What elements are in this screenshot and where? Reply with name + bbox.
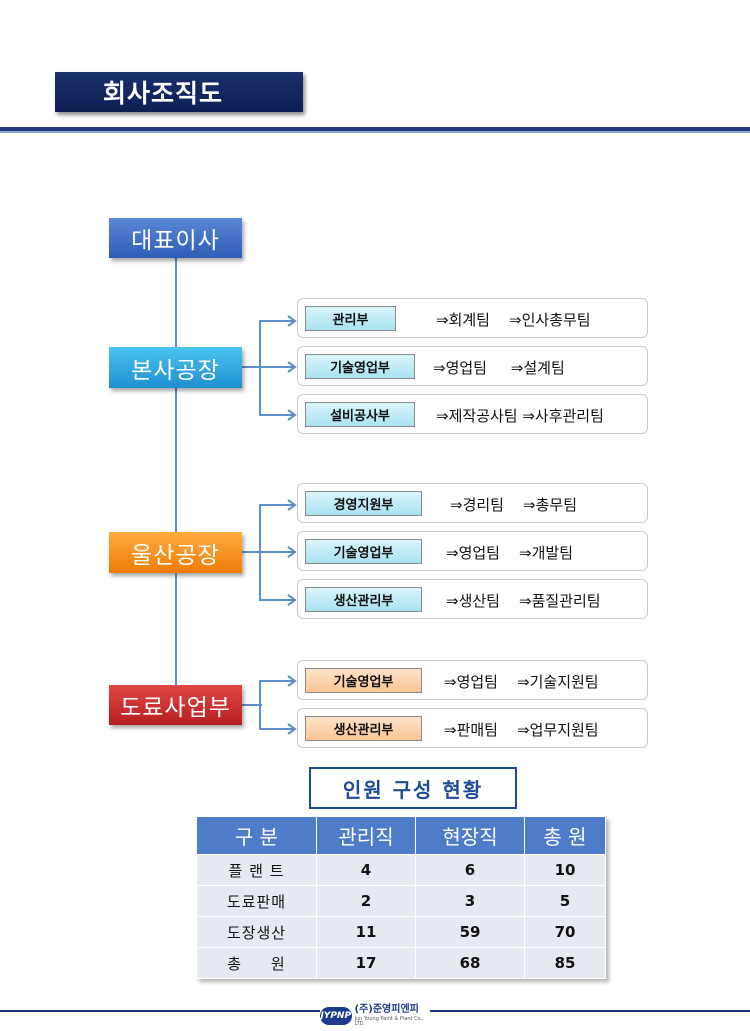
staff-table: 구 분 관리직 현장직 총 원 플 랜 트 4 6 10 도료판매 2 3 5 … [196, 816, 606, 979]
dept-row: 경영지원부 ⇒경리팀 ⇒총무팀 [297, 483, 648, 523]
header-divider-accent [0, 131, 750, 133]
table-cell: 2 [316, 885, 416, 917]
trunk-line [175, 258, 177, 704]
table-cell: 59 [415, 916, 525, 948]
row-label: 도료판매 [196, 885, 317, 917]
dept-row: 설비공사부 ⇒제작공사팀 ⇒사후관리팀 [297, 394, 648, 434]
team-list: ⇒회계팀 ⇒인사총무팀 [436, 311, 591, 329]
staff-section-title: 인원 구성 현황 [309, 767, 517, 809]
dept-label: 기술영업부 [305, 539, 422, 564]
team-list: ⇒영업팀 ⇒개발팀 [446, 544, 574, 562]
division-ulsan-box: 울산공장 [109, 532, 242, 573]
row-label: 도장생산 [196, 916, 317, 948]
dept-label: 생산관리부 [305, 587, 422, 612]
table-cell: 17 [316, 947, 416, 979]
row-label: 플 랜 트 [196, 854, 317, 886]
table-cell: 4 [316, 854, 416, 886]
table-row: 플 랜 트 4 6 10 [196, 854, 606, 886]
table-cell: 6 [415, 854, 525, 886]
dept-row: 기술영업부 ⇒영업팀 ⇒개발팀 [297, 531, 648, 571]
division-bonsa-box: 본사공장 [109, 347, 242, 388]
team-list: ⇒제작공사팀 ⇒사후관리팀 [436, 407, 604, 425]
table-cell: 5 [524, 885, 606, 917]
dept-row: 생산관리부 ⇒판매팀 ⇒업무지원팀 [297, 708, 648, 748]
column-header: 관리직 [316, 816, 416, 855]
connector-bonsa [240, 366, 262, 368]
table-row: 도장생산 11 59 70 [196, 916, 606, 948]
table-cell: 11 [316, 916, 416, 948]
page-title: 회사조직도 [55, 72, 303, 112]
company-logo: JYPNP (주)준영피엔피 Jun Young Paint & Plant C… [320, 1005, 430, 1027]
dept-row: 기술영업부 ⇒영업팀 ⇒설계팀 [297, 346, 648, 386]
ceo-box: 대표이사 [109, 218, 242, 258]
column-header: 구 분 [196, 816, 317, 855]
dept-label: 설비공사부 [305, 402, 415, 427]
column-header: 총 원 [524, 816, 606, 855]
dept-label: 기술영업부 [305, 668, 422, 693]
table-cell: 85 [524, 947, 606, 979]
table-row: 총 원 17 68 85 [196, 947, 606, 979]
dept-row: 기술영업부 ⇒영업팀 ⇒기술지원팀 [297, 660, 648, 700]
table-cell: 10 [524, 854, 606, 886]
table-cell: 3 [415, 885, 525, 917]
dept-row: 관리부 ⇒회계팀 ⇒인사총무팀 [297, 298, 648, 338]
division-doryo-box: 도료사업부 [109, 685, 242, 725]
branch-doryo [259, 680, 261, 730]
table-cell: 68 [415, 947, 525, 979]
logo-mark: JYPNP [320, 1007, 352, 1025]
company-name-english: Jun Young Paint & Plant Co., LTD. [354, 1016, 424, 1027]
header-divider [0, 127, 750, 131]
team-list: ⇒생산팀 ⇒품질관리팀 [446, 592, 601, 610]
team-list: ⇒영업팀 ⇒설계팀 [433, 359, 565, 377]
table-header-row: 구 분 관리직 현장직 총 원 [196, 816, 606, 855]
connector-ulsan [240, 551, 262, 553]
team-list: ⇒판매팀 ⇒업무지원팀 [444, 721, 599, 739]
dept-label: 생산관리부 [305, 716, 422, 741]
team-list: ⇒영업팀 ⇒기술지원팀 [444, 673, 599, 691]
dept-label: 관리부 [305, 306, 396, 331]
dept-label: 경영지원부 [305, 491, 422, 516]
connector-doryo [240, 704, 262, 706]
table-row: 도료판매 2 3 5 [196, 885, 606, 917]
table-cell: 70 [524, 916, 606, 948]
dept-label: 기술영업부 [305, 354, 415, 379]
column-header: 현장직 [415, 816, 525, 855]
company-name-korean: (주)준영피엔피 [354, 1004, 419, 1015]
dept-row: 생산관리부 ⇒생산팀 ⇒품질관리팀 [297, 579, 648, 619]
row-label: 총 원 [196, 947, 317, 979]
team-list: ⇒경리팀 ⇒총무팀 [450, 496, 578, 514]
